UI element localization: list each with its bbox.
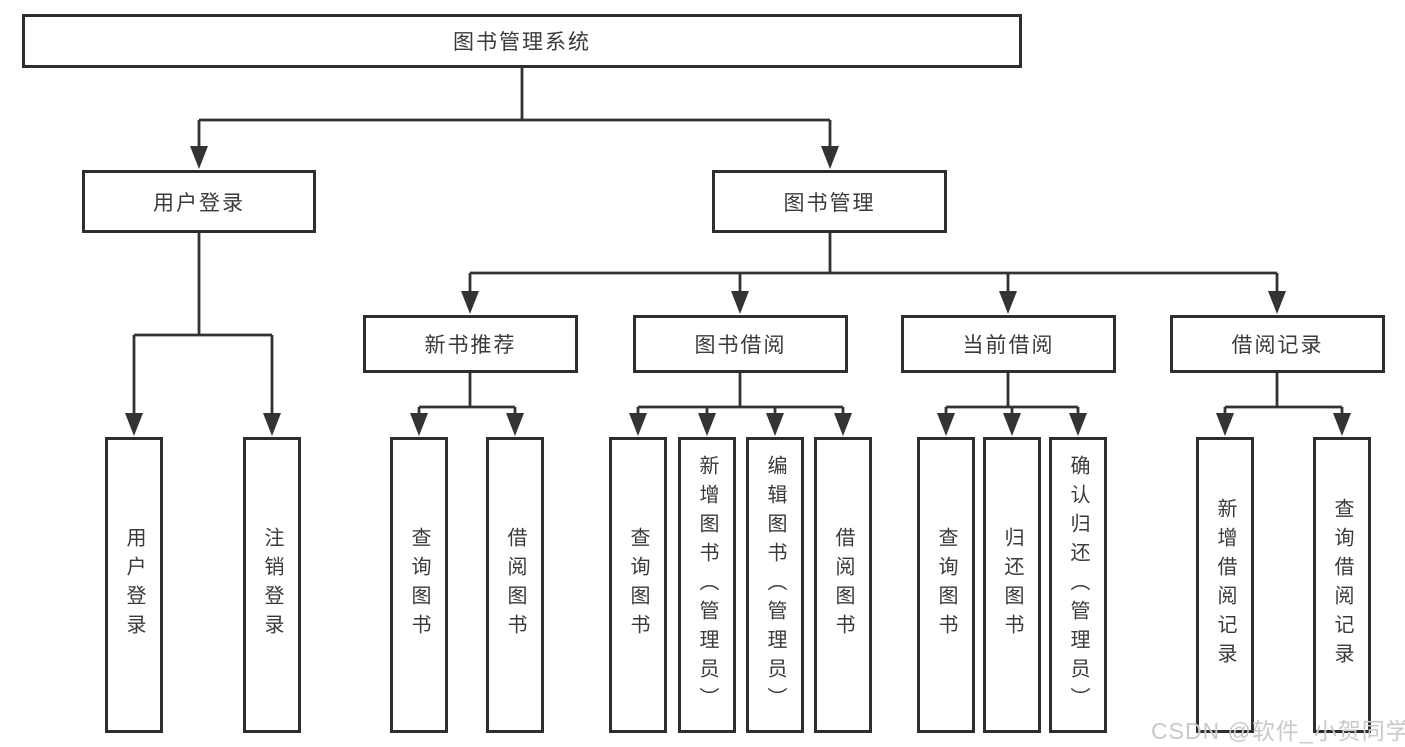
arrow-icon (190, 146, 208, 169)
arrow-icon (731, 291, 749, 314)
connector-book-borrow (636, 373, 845, 414)
connector-user-login (132, 233, 274, 415)
node-root-label: 图书管理系统 (453, 31, 591, 54)
node-book-borrow: 图书借阅 (633, 315, 848, 373)
leaf-query-book-recommend-label: 查询图书 (408, 527, 430, 643)
leaf-confirm-return-admin-label: 确认归还（管理员） (1067, 454, 1089, 716)
arrow-icon (1216, 413, 1234, 436)
leaf-logout-label: 注销登录 (261, 527, 283, 643)
arrow-icon (821, 146, 839, 169)
node-current-borrow: 当前借阅 (901, 315, 1116, 373)
node-book-borrow-label: 图书借阅 (694, 334, 787, 357)
leaf-query-book-current-label: 查询图书 (935, 527, 957, 643)
leaf-confirm-return-admin: 确认归还（管理员） (1049, 437, 1107, 733)
leaf-borrow-book-label: 借阅图书 (832, 527, 854, 643)
leaf-borrow-book-recommend: 借阅图书 (486, 437, 544, 733)
node-user-login-label: 用户登录 (153, 191, 245, 215)
connector-book-mgmt (468, 233, 1279, 292)
leaf-query-book-recommend: 查询图书 (390, 437, 448, 733)
connector-borrow-records (1223, 373, 1344, 414)
node-current-borrow-label: 当前借阅 (962, 334, 1055, 357)
arrow-icon (1069, 413, 1087, 436)
node-user-login: 用户登录 (82, 170, 316, 233)
arrow-icon (125, 413, 143, 436)
leaf-query-borrow-record: 查询借阅记录 (1313, 437, 1371, 733)
arrow-icon (1333, 413, 1351, 436)
node-book-management: 图书管理 (712, 170, 947, 233)
node-new-book-recommend: 新书推荐 (363, 315, 578, 373)
connector-current-borrow (944, 373, 1080, 414)
leaf-logout: 注销登录 (243, 437, 301, 733)
arrow-icon (506, 413, 524, 436)
arrow-icon (834, 413, 852, 436)
arrow-icon (263, 413, 281, 436)
leaf-user-login: 用户登录 (105, 437, 163, 733)
arrow-icon (999, 291, 1017, 314)
arrow-icon (461, 291, 479, 314)
arrow-icon (1003, 413, 1021, 436)
leaf-query-book-current: 查询图书 (917, 437, 975, 733)
leaf-return-book: 归还图书 (983, 437, 1041, 733)
leaf-borrow-book: 借阅图书 (814, 437, 872, 733)
leaf-query-book-borrow-label: 查询图书 (627, 527, 649, 643)
node-new-book-recommend-label: 新书推荐 (424, 334, 517, 357)
arrow-icon (410, 413, 428, 436)
leaf-borrow-book-recommend-label: 借阅图书 (504, 527, 526, 643)
arrow-icon (1268, 291, 1286, 314)
connector-root (197, 68, 832, 148)
node-book-management-label: 图书管理 (783, 191, 876, 215)
leaf-add-book-admin-label: 新增图书（管理员） (696, 454, 718, 716)
node-borrow-records-label: 借阅记录 (1231, 334, 1324, 357)
connector-new-book (417, 373, 517, 414)
arrow-icon (766, 413, 784, 436)
arrow-icon (629, 413, 647, 436)
leaf-edit-book-admin-label: 编辑图书（管理员） (764, 454, 786, 716)
leaf-add-book-admin: 新增图书（管理员） (678, 437, 736, 733)
arrow-icon (698, 413, 716, 436)
leaf-query-borrow-record-label: 查询借阅记录 (1331, 498, 1353, 672)
leaf-edit-book-admin: 编辑图书（管理员） (746, 437, 804, 733)
leaf-query-book-borrow: 查询图书 (609, 437, 667, 733)
leaf-add-borrow-record-label: 新增借阅记录 (1214, 498, 1236, 672)
node-borrow-records: 借阅记录 (1170, 315, 1385, 373)
arrow-icon (937, 413, 955, 436)
watermark: CSDN @软件_小贺同学 (1151, 718, 1405, 744)
leaf-add-borrow-record: 新增借阅记录 (1196, 437, 1254, 733)
node-root: 图书管理系统 (22, 14, 1022, 68)
leaf-user-login-label: 用户登录 (123, 527, 145, 643)
leaf-return-book-label: 归还图书 (1001, 527, 1023, 643)
